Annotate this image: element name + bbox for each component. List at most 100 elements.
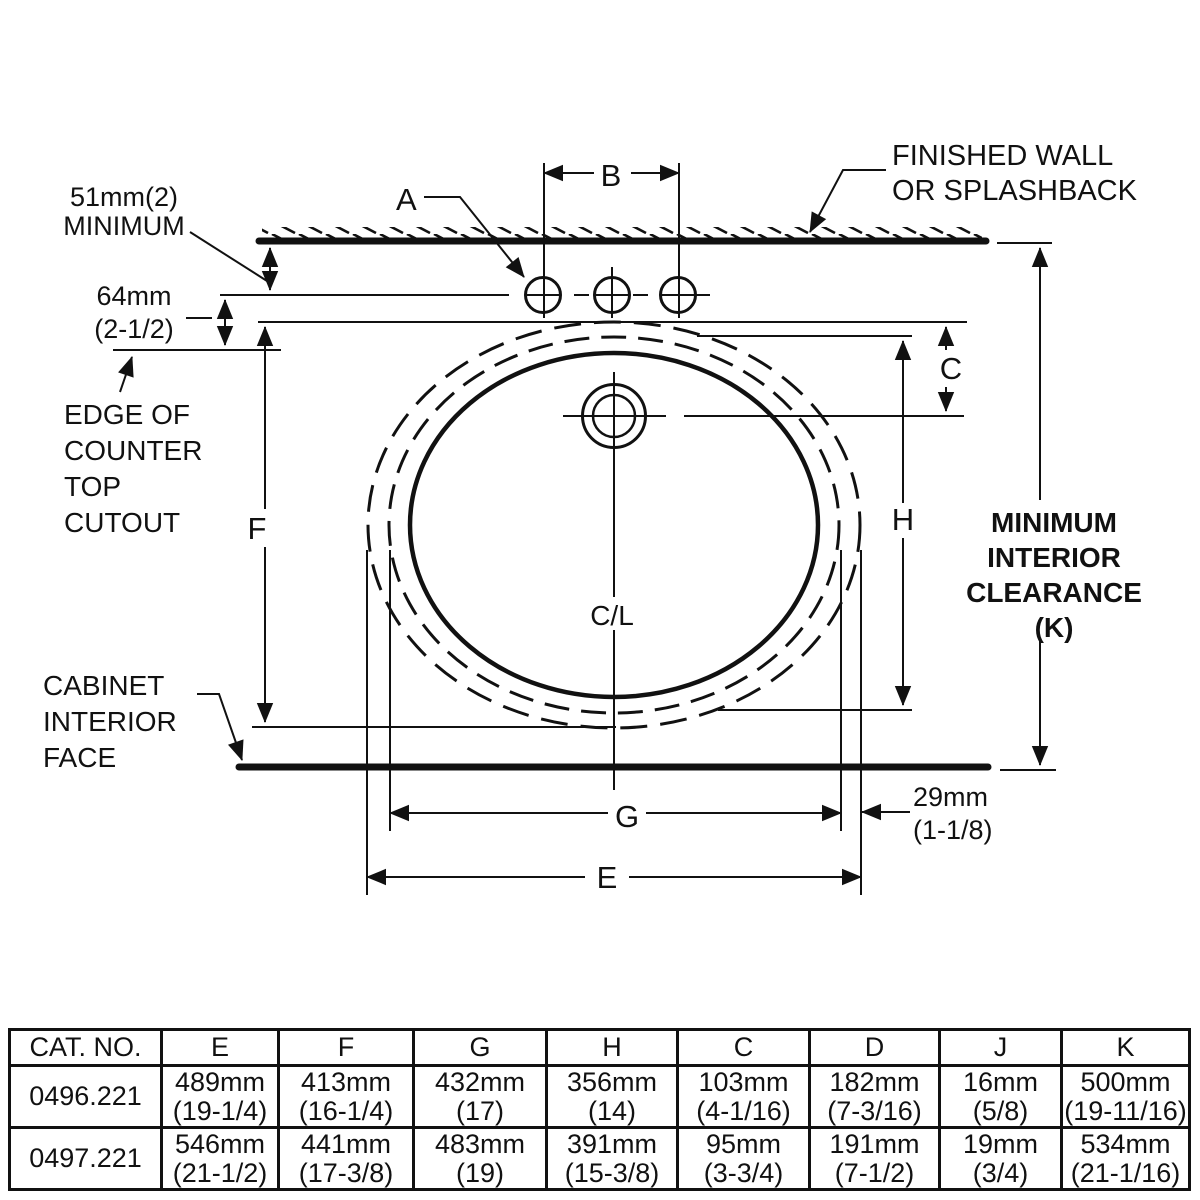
b-label: B <box>601 158 622 193</box>
value-mm: 391mm <box>566 1129 658 1160</box>
a-label: A <box>396 182 417 217</box>
dim64-text-1: 64mm <box>96 281 171 311</box>
header-k: K <box>1060 1028 1191 1067</box>
cat-no-cell: 0496.221 <box>8 1064 163 1129</box>
callout-finished-wall: FINISHED WALL OR SPLASHBACK <box>809 140 1138 233</box>
callout-cabinet-face: CABINET INTERIOR FACE <box>43 670 244 773</box>
cabinet-leader <box>197 693 244 761</box>
dimension-c: C <box>937 326 962 412</box>
value-in: (3-3/4) <box>703 1157 784 1188</box>
value-cell: 182mm(7-3/16) <box>808 1064 941 1129</box>
value-in: (19) <box>455 1157 504 1188</box>
value-mm: 182mm <box>829 1067 920 1098</box>
value-mm: 191mm <box>829 1129 920 1160</box>
drain-outer-circle <box>581 383 647 449</box>
value-mm: 16mm <box>962 1067 1038 1098</box>
dimension-f: F <box>248 326 274 723</box>
value-cell: 191mm(7-1/2) <box>808 1126 941 1191</box>
h-label: H <box>892 502 914 537</box>
value-cell: 432mm(17) <box>412 1064 548 1129</box>
sink-rim-ellipse <box>387 335 841 715</box>
dim29-text-1: 29mm <box>913 782 988 812</box>
value-in: (16-1/4) <box>298 1095 394 1126</box>
value-in: (19-1/4) <box>172 1095 268 1126</box>
value-in: (17-3/8) <box>298 1157 394 1188</box>
faucet-holes <box>524 267 710 318</box>
value-cell: 546mm(21-1/2) <box>160 1126 280 1191</box>
table-row: 0497.221 546mm(21-1/2) 441mm(17-3/8) 483… <box>8 1126 1191 1191</box>
edge-text-2: COUNTER <box>64 435 202 466</box>
value-mm: 500mm <box>1080 1067 1171 1098</box>
dimension-e: E <box>366 860 862 895</box>
header-f: F <box>277 1028 415 1067</box>
spec-table: CAT. NO. E F G H C D J K 0496.221 489mm(… <box>8 1028 1191 1191</box>
centerline-label: C/L <box>590 600 634 631</box>
value-in: (19-11/16) <box>1064 1095 1187 1126</box>
spec-table-wrap: CAT. NO. E F G H C D J K 0496.221 489mm(… <box>8 1028 1191 1191</box>
cabinet-text-1: CABINET <box>43 670 164 701</box>
value-mm: 546mm <box>174 1129 266 1160</box>
wall-text-1: FINISHED WALL <box>892 140 1113 172</box>
dim51-text-2: MINIMUM <box>63 211 184 241</box>
dimension-64mm: 64mm (2-1/2) <box>94 281 234 346</box>
clearance-text-3: CLEARANCE <box>966 577 1142 608</box>
value-mm: 441mm <box>300 1129 392 1160</box>
f-label: F <box>248 511 267 546</box>
dimension-51mm: 51mm(2) MINIMUM <box>63 182 279 291</box>
value-mm: 489mm <box>174 1067 266 1098</box>
value-in: (3/4) <box>972 1157 1029 1188</box>
cabinet-text-3: FACE <box>43 742 116 773</box>
wall-hatching <box>262 227 982 240</box>
dimension-h: H <box>892 340 914 706</box>
cat-no-cell: 0497.221 <box>8 1126 163 1191</box>
value-cell: 103mm(4-1/16) <box>676 1064 811 1129</box>
clearance-text-4: (K) <box>1035 612 1074 643</box>
callout-edge-of-cutout: EDGE OF COUNTER TOP CUTOUT <box>64 356 202 538</box>
value-mm: 19mm <box>962 1129 1038 1160</box>
clearance-text-2: INTERIOR <box>987 542 1121 573</box>
value-mm: 413mm <box>300 1067 392 1098</box>
value-in: (7-1/2) <box>834 1157 915 1188</box>
dim64-text-2: (2-1/2) <box>94 314 174 344</box>
value-in: (21-1/16) <box>1070 1157 1181 1188</box>
header-g: G <box>412 1028 548 1067</box>
value-in: (4-1/16) <box>696 1095 791 1126</box>
header-d: D <box>808 1028 941 1067</box>
wall-leader <box>809 169 886 233</box>
value-in: (21-1/2) <box>172 1157 268 1188</box>
value-cell: 489mm(19-1/4) <box>160 1064 280 1129</box>
header-cat-no: CAT. NO. <box>8 1028 163 1067</box>
clearance-text-1: MINIMUM <box>991 507 1117 538</box>
edge-leader <box>118 356 134 393</box>
value-cell: 95mm(3-3/4) <box>676 1126 811 1191</box>
center-line: C/L <box>590 372 634 790</box>
edge-text-3: TOP <box>64 471 121 502</box>
dimension-k: MINIMUM INTERIOR CLEARANCE (K) <box>966 247 1142 766</box>
dimension-29mm: 29mm (1-1/8) <box>861 782 993 845</box>
edge-text-1: EDGE OF <box>64 399 190 430</box>
table-row: 0496.221 489mm(19-1/4) 413mm(16-1/4) 432… <box>8 1064 1191 1129</box>
dimension-g: G <box>389 799 842 834</box>
cabinet-text-2: INTERIOR <box>43 706 177 737</box>
value-cell: 16mm(5/8) <box>938 1064 1063 1129</box>
value-cell: 500mm(19-11/16) <box>1060 1064 1191 1129</box>
e-label: E <box>597 860 618 895</box>
value-in: (14) <box>587 1095 636 1126</box>
value-cell: 19mm(3/4) <box>938 1126 1063 1191</box>
value-in: (7-3/16) <box>827 1095 922 1126</box>
installation-diagram: C/L B <box>43 140 1142 895</box>
value-cell: 391mm(15-3/8) <box>545 1126 679 1191</box>
value-in: (15-3/8) <box>564 1157 660 1188</box>
finished-wall <box>255 227 990 245</box>
value-in: (5/8) <box>972 1095 1029 1126</box>
countertop-cutout-ellipse <box>366 320 862 730</box>
header-h: H <box>545 1028 679 1067</box>
dim29-text-2: (1-1/8) <box>913 815 993 845</box>
value-mm: 95mm <box>705 1129 781 1160</box>
dim51-leader <box>189 231 268 282</box>
value-cell: 413mm(16-1/4) <box>277 1064 415 1129</box>
value-in: (17) <box>455 1095 504 1126</box>
callout-a: A <box>396 182 525 278</box>
g-label: G <box>615 799 639 834</box>
